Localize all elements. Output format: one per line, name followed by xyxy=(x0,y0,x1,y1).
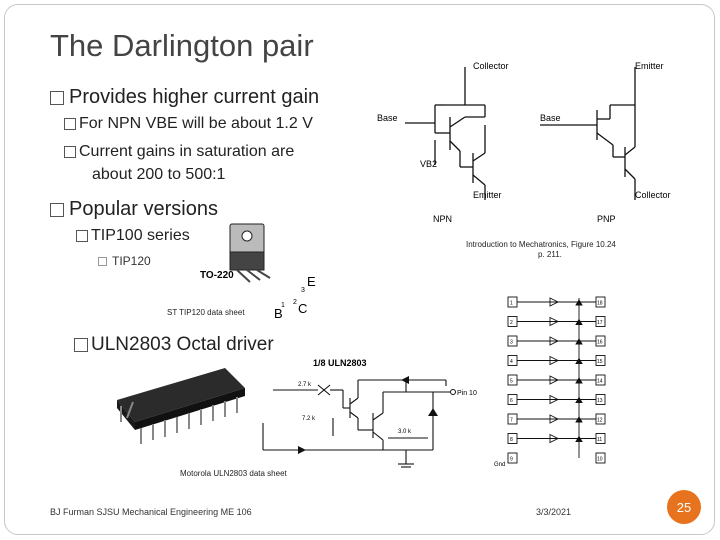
uln2803-r1-label: 2.7 k xyxy=(298,382,312,388)
npn-label: NPN xyxy=(433,214,452,224)
to220-package-label: TO-220 xyxy=(200,270,234,281)
pinout-right-pin-number: 14 xyxy=(597,379,603,385)
pinout-right-pin-number: 12 xyxy=(597,418,603,424)
uln2803-r2-label: 7.2 k xyxy=(302,416,316,422)
pinout-buffer xyxy=(549,355,560,366)
pinout-right-pin-number: 16 xyxy=(597,340,603,346)
bullet-box-icon xyxy=(64,145,76,158)
to220-pin1: 1 xyxy=(281,302,285,309)
bullet-box-icon xyxy=(98,257,107,267)
pinout-right-pin-number: 10 xyxy=(597,457,603,463)
bullet-box-icon xyxy=(50,202,64,217)
slide-frame xyxy=(4,4,715,535)
pinout-buffer xyxy=(549,297,560,307)
to220-pin3: 3 xyxy=(301,287,305,294)
to220-pin-c-label: C xyxy=(298,301,307,316)
footer-date: 3/3/2021 xyxy=(536,507,572,517)
bullet-3: ULN2803 Octal driver xyxy=(74,334,274,356)
darlington-caption-line1: Introduction to Mechatronics, Figure 10.… xyxy=(466,240,616,249)
pinout-right-pin-number: 11 xyxy=(597,437,602,443)
pinout-left-pin-number: 8 xyxy=(510,437,513,443)
pinout-right-pin-number: 13 xyxy=(597,398,603,404)
bullet-box-icon xyxy=(50,90,64,105)
bullet-1: Provides higher current gain xyxy=(50,86,319,109)
bullet-3-text: ULN2803 Octal driver xyxy=(91,334,274,355)
uln2803-pinout: 1 18 2 17 3 16 4 15 5 14 6 13 7 12 8 11 9 10 Gnd xyxy=(494,296,606,468)
bullet-1b-continued: about 200 to 500:1 xyxy=(92,166,226,183)
bullet-1-text: Provides higher current gain xyxy=(69,86,320,108)
npn-collector-label: Collector xyxy=(473,61,509,71)
pinout-buffer xyxy=(549,433,560,444)
uln2803-r3-label: 3.0 k xyxy=(398,429,412,435)
to220-pin-e-label: E xyxy=(307,274,316,289)
slide-title: The Darlington pair xyxy=(50,28,314,63)
pinout-right-pin-number: 18 xyxy=(597,301,603,307)
pinout-right-pin-number: 17 xyxy=(597,320,603,326)
npn-base-label: Base xyxy=(377,113,398,123)
npn-vb2-label: VB2 xyxy=(420,159,437,169)
pinout-left-pin-number: 5 xyxy=(510,379,513,385)
pnp-emitter-label: Emitter xyxy=(635,61,664,71)
darlington-caption-line2: p. 211. xyxy=(538,250,562,259)
to220-pin-b-label: B xyxy=(274,306,283,321)
bullet-2-text: Popular versions xyxy=(69,198,218,220)
uln2803-chip-illustration xyxy=(117,368,245,444)
pinout-buffer xyxy=(549,394,560,405)
bullet-2a-i: TIP120 xyxy=(98,254,151,268)
pinout-left-pin-number: 1 xyxy=(510,301,513,307)
bullet-2a-text: TIP100 series xyxy=(91,227,190,244)
pinout-left-pin-number: 4 xyxy=(510,359,513,365)
uln2803-caption: Motorola ULN2803 data sheet xyxy=(180,469,287,478)
bullet-box-icon xyxy=(76,229,88,242)
bullet-1a: For NPN VBE will be about 1.2 V xyxy=(64,115,313,133)
pinout-left-pin-box xyxy=(507,452,518,464)
to220-caption: ST TIP120 data sheet xyxy=(167,308,245,317)
bullet-1b: Current gains in saturation are xyxy=(64,143,294,161)
page-number-badge: 25 xyxy=(667,490,701,524)
footer-text: BJ Furman SJSU Mechanical Engineering ME… xyxy=(50,507,252,517)
uln2803-title: 1/8 ULN2803 xyxy=(313,358,367,368)
to220-pin2: 2 xyxy=(293,299,297,306)
pnp-base-label: Base xyxy=(540,113,561,123)
npn-emitter-label: Emitter xyxy=(473,190,502,200)
pinout-right-pin-box xyxy=(595,452,606,464)
darlington-schematic: Collector Base VB2 Emitter NPN Emitter B… xyxy=(377,61,671,224)
bullet-1b-text: Current gains in saturation are xyxy=(79,143,295,160)
pinout-right-pin-number: 15 xyxy=(597,359,603,365)
pinout-left-pin-number: 9 xyxy=(510,457,513,463)
pinout-buffer xyxy=(549,336,560,346)
pinout-left-pin-number: 2 xyxy=(510,320,513,326)
bullet-2a-i-text: TIP120 xyxy=(112,254,151,268)
bullet-1a-text: For NPN VBE will be about 1.2 V xyxy=(79,115,313,132)
pinout-buffer xyxy=(549,414,560,424)
pinout-left-pin-number: 3 xyxy=(510,340,513,346)
uln2803-pin10-label: Pin 10 xyxy=(457,390,477,397)
gnd-label: Gnd xyxy=(494,462,505,468)
pinout-buffer xyxy=(549,316,560,327)
pinout-left-pin-number: 6 xyxy=(510,398,513,404)
to220-package-figure: TO-220 3 E 2 C 1 B xyxy=(200,223,316,321)
uln2803-schematic: 1/8 ULN2803 2.7 k 7.2 k 3.0 k Pin 10 xyxy=(262,358,477,468)
bullet-box-icon xyxy=(64,117,76,130)
pnp-collector-label: Collector xyxy=(635,190,671,200)
bullet-box-icon xyxy=(74,337,88,352)
pinout-buffer xyxy=(549,375,560,385)
bullet-2: Popular versions xyxy=(50,198,218,221)
pnp-label: PNP xyxy=(597,214,616,224)
bullet-2a: TIP100 series xyxy=(76,227,190,245)
pinout-left-pin-number: 7 xyxy=(510,418,513,424)
